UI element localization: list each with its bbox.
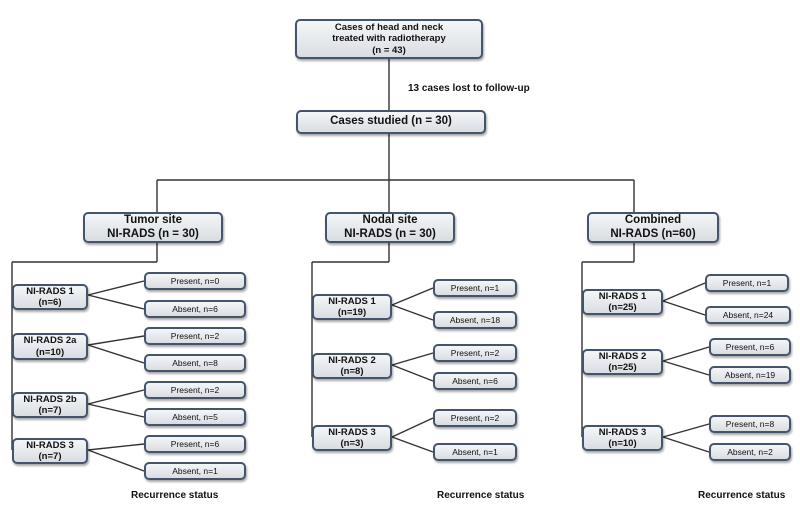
combined-title: Combined	[624, 213, 682, 226]
nirads-group-box: NI-RADS 3 (n=7)	[12, 438, 88, 464]
recurrence-present-text: Present, n=6	[170, 438, 220, 449]
nirads-group-n: (n=7)	[38, 451, 62, 462]
recurrence-present-text: Present, n=1	[450, 282, 500, 293]
recurrence-present-box: Present, n=6	[144, 435, 246, 453]
recurrence-present-text: Present, n=8	[725, 418, 775, 429]
recurrence-present-text: Present, n=2	[170, 384, 220, 395]
recurrence-absent-text: Absent, n=6	[452, 375, 498, 386]
recurrence-absent-box: Absent, n=8	[144, 354, 246, 372]
recurrence-absent-box: Absent, n=2	[709, 443, 791, 461]
recurrence-status-label: Recurrence status	[698, 490, 786, 501]
recurrence-present-box: Present, n=6	[709, 338, 791, 356]
recurrence-absent-box: Absent, n=19	[709, 366, 791, 384]
recurrence-absent-text: Absent, n=8	[172, 357, 218, 368]
nirads-group-n: (n=6)	[38, 297, 62, 308]
total-cases-n: (n = 43)	[372, 44, 406, 56]
recurrence-present-text: Present, n=1	[722, 277, 772, 288]
nirads-group-box: NI-RADS 2 (n=8)	[312, 353, 392, 379]
nirads-group-n: (n=25)	[608, 302, 637, 313]
recurrence-present-text: Present, n=2	[450, 412, 500, 423]
total-cases-box: Cases of head and neck treated with radi…	[295, 19, 483, 59]
nirads-group-box: NI-RADS 3 (n=3)	[312, 425, 392, 451]
nirads-group-label: NI-RADS 1	[328, 295, 376, 307]
recurrence-absent-text: Absent, n=6	[172, 303, 218, 314]
cases-studied-label: Cases studied (n = 30)	[330, 115, 452, 128]
nirads-group-box: NI-RADS 2b (n=7)	[12, 392, 88, 418]
recurrence-present-box: Present, n=2	[433, 344, 517, 362]
recurrence-present-box: Present, n=2	[144, 381, 246, 399]
recurrence-present-text: Present, n=2	[170, 330, 220, 341]
nodal-site-header: Nodal site NI-RADS (n = 30)	[325, 212, 455, 243]
nirads-group-box: NI-RADS 3 (n=10)	[582, 425, 663, 451]
nirads-group-box: NI-RADS 1 (n=25)	[582, 289, 663, 315]
lost-to-follow-up-note: 13 cases lost to follow-up	[408, 83, 530, 94]
tumor-site-subtitle: NI-RADS (n = 30)	[107, 227, 199, 240]
nirads-group-label: NI-RADS 2a	[23, 335, 77, 347]
nirads-group-label: NI-RADS 2	[328, 354, 376, 366]
recurrence-present-box: Present, n=2	[433, 409, 517, 427]
recurrence-absent-box: Absent, n=18	[433, 311, 517, 329]
nirads-group-n: (n=25)	[608, 362, 637, 373]
recurrence-absent-text: Absent, n=19	[724, 369, 776, 380]
tumor-site-title: Tumor site	[124, 213, 182, 226]
recurrence-present-text: Present, n=6	[725, 341, 775, 352]
nirads-group-n: (n=3)	[340, 438, 364, 449]
recurrence-absent-text: Absent, n=18	[449, 314, 501, 325]
recurrence-absent-text: Absent, n=1	[452, 446, 498, 457]
recurrence-present-box: Present, n=8	[709, 415, 791, 433]
nodal-site-title: Nodal site	[362, 213, 418, 226]
recurrence-status-label: Recurrence status	[131, 490, 219, 501]
recurrence-present-box: Present, n=1	[433, 279, 517, 297]
recurrence-present-text: Present, n=0	[170, 275, 220, 286]
nirads-group-label: NI-RADS 3	[328, 426, 376, 438]
nirads-group-box: NI-RADS 1 (n=6)	[12, 284, 88, 310]
recurrence-absent-text: Absent, n=5	[172, 411, 218, 422]
recurrence-absent-box: Absent, n=1	[144, 462, 246, 480]
recurrence-absent-text: Absent, n=24	[722, 309, 774, 320]
recurrence-absent-text: Absent, n=2	[727, 446, 773, 457]
combined-subtitle: NI-RADS (n=60)	[610, 227, 696, 240]
recurrence-present-box: Present, n=2	[144, 327, 246, 345]
recurrence-absent-box: Absent, n=6	[433, 372, 517, 390]
nirads-group-box: NI-RADS 1 (n=19)	[312, 294, 392, 320]
nirads-group-label: NI-RADS 2	[598, 350, 647, 362]
recurrence-absent-box: Absent, n=6	[144, 300, 246, 318]
recurrence-present-box: Present, n=1	[705, 274, 789, 292]
cases-studied-box: Cases studied (n = 30)	[296, 110, 486, 134]
nirads-group-label: NI-RADS 2b	[23, 393, 77, 405]
recurrence-present-text: Present, n=2	[450, 347, 500, 358]
recurrence-absent-box: Absent, n=24	[705, 306, 791, 324]
nirads-group-label: NI-RADS 3	[26, 439, 74, 451]
nirads-group-label: NI-RADS 1	[26, 285, 74, 297]
nirads-group-label: NI-RADS 3	[598, 426, 647, 438]
nirads-group-n: (n=19)	[337, 307, 367, 318]
total-cases-line2: treated with radiotherapy	[332, 33, 446, 45]
nirads-group-label: NI-RADS 1	[598, 290, 647, 302]
recurrence-absent-box: Absent, n=1	[433, 443, 517, 461]
recurrence-status-label: Recurrence status	[437, 490, 525, 501]
recurrence-absent-text: Absent, n=1	[172, 465, 218, 476]
nirads-group-n: (n=10)	[35, 346, 65, 358]
nirads-group-n: (n=8)	[340, 366, 364, 377]
nirads-group-n: (n=7)	[38, 405, 62, 416]
recurrence-present-box: Present, n=0	[144, 272, 246, 290]
nirads-group-n: (n=10)	[608, 438, 637, 449]
nirads-group-box: NI-RADS 2 (n=25)	[582, 349, 663, 375]
nirads-group-box: NI-RADS 2a (n=10)	[12, 333, 88, 360]
combined-header: Combined NI-RADS (n=60)	[587, 212, 719, 243]
nodal-site-subtitle: NI-RADS (n = 30)	[344, 227, 436, 240]
recurrence-absent-box: Absent, n=5	[144, 408, 246, 426]
total-cases-line1: Cases of head and neck	[334, 21, 444, 33]
tumor-site-header: Tumor site NI-RADS (n = 30)	[83, 212, 223, 243]
